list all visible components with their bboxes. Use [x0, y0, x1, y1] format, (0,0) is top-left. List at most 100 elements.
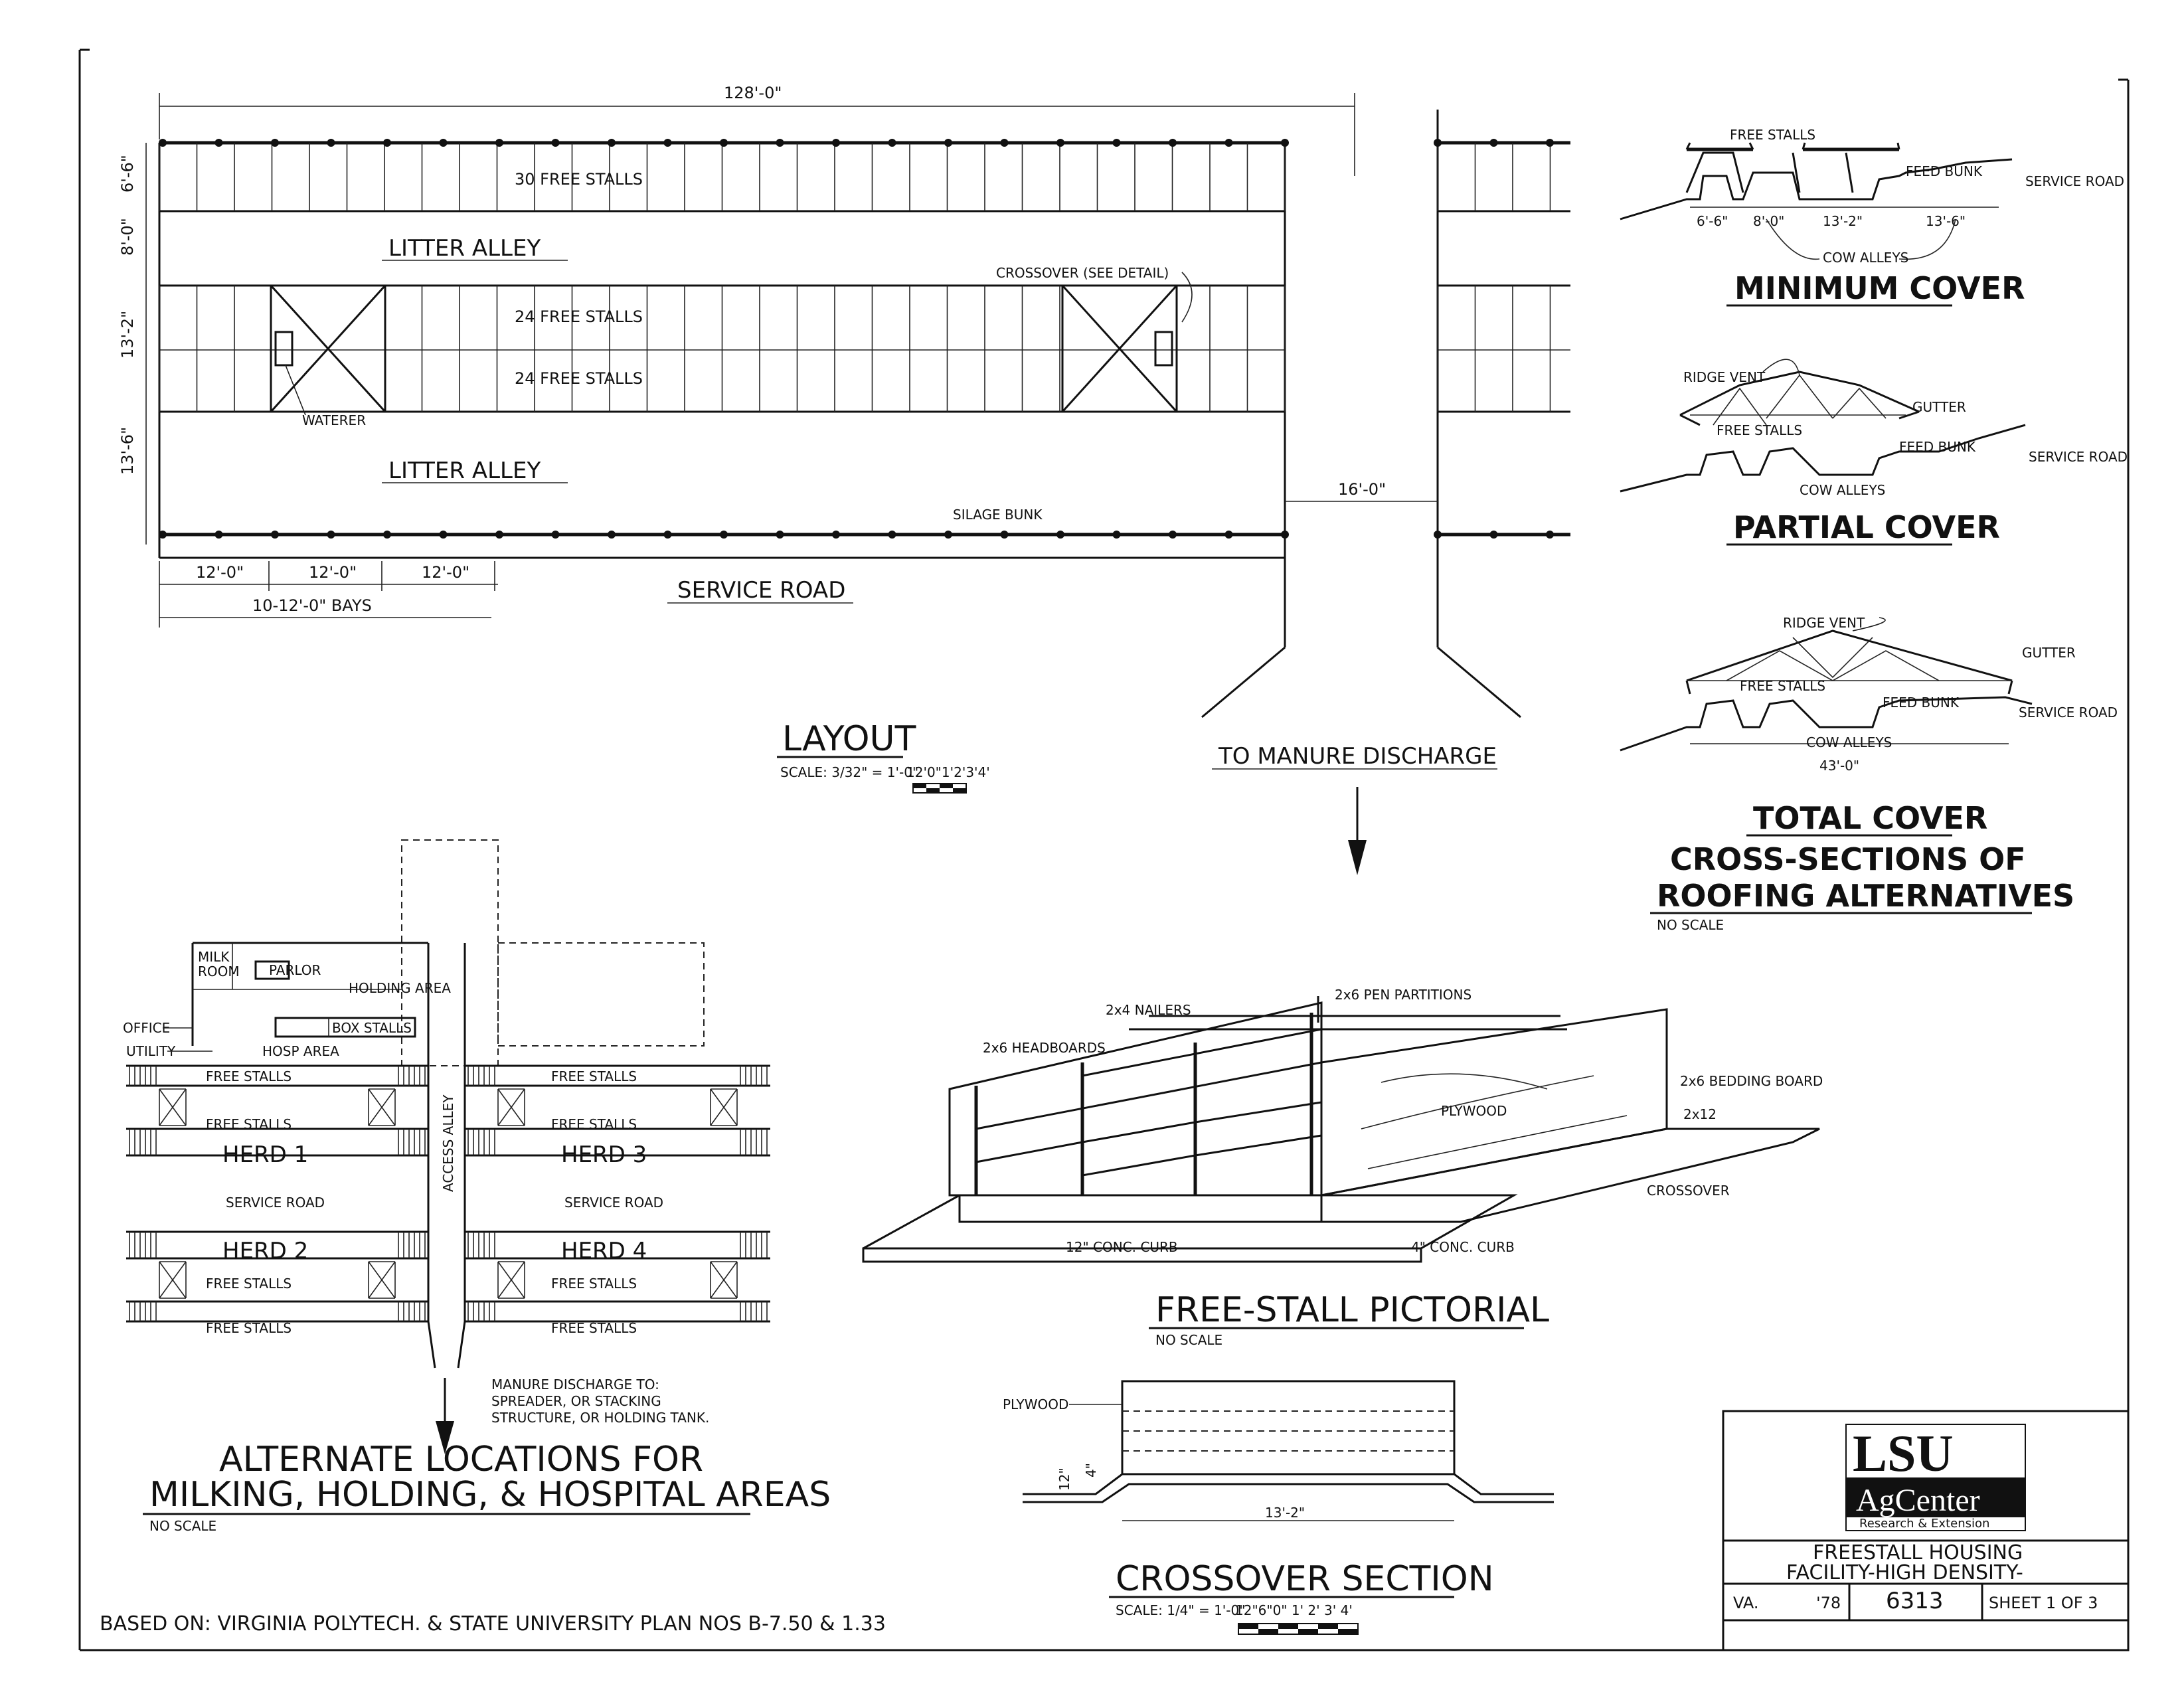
crossover-section: PLYWOOD 12" 4" 13'-2" CROSSOVER SECTION …: [1003, 1380, 1554, 1635]
bay-dim-2: 12'-0": [309, 563, 357, 582]
crossover-scale-bar: 12"6"0" 1' 2' 3' 4': [1235, 1602, 1353, 1618]
manure-note-1: MANURE DISCHARGE TO:: [491, 1377, 659, 1392]
partial-gutter: GUTTER: [1912, 399, 1966, 415]
milk-room-1: MILK: [198, 949, 230, 965]
logo-agcenter: AgCenter: [1856, 1483, 1980, 1518]
partial-free-stalls: FREE STALLS: [1717, 422, 1802, 438]
pictorial-no-scale: NO SCALE: [1155, 1332, 1222, 1348]
herd-2-label: HERD 2: [222, 1238, 308, 1264]
plywood-label-pictorial: PLYWOOD: [1441, 1103, 1507, 1119]
partial-cover-title: PARTIAL COVER: [1733, 509, 2000, 545]
plan-number: 6313: [1886, 1588, 1944, 1614]
dim-left-4: 13'-6": [118, 427, 137, 475]
bays-note: 10-12'-0" BAYS: [252, 596, 372, 615]
project-line-1: FREESTALL HOUSING: [1813, 1541, 2023, 1564]
free-stalls-h2-bot: FREE STALLS: [206, 1320, 292, 1336]
crossover-scale-bar-graphic: [1238, 1623, 1359, 1635]
crossover-title: CROSSOVER SECTION: [1116, 1559, 1494, 1599]
two-by-twelve-label: 2x12: [1683, 1106, 1717, 1122]
partial-cover-section: RIDGE VENT GUTTER FREE STALLS FEED BUNK …: [1620, 359, 2128, 546]
alternate-title-2: MILKING, HOLDING, & HOSPITAL AREAS: [149, 1475, 831, 1515]
litter-alley-2: LITTER ALLEY: [388, 458, 541, 484]
manure-arrow: [436, 1421, 454, 1454]
layout-scale: SCALE: 3/32" = 1'-0": [780, 764, 918, 780]
free-stalls-h4-bot: FREE STALLS: [551, 1320, 637, 1336]
crossover-note: CROSSOVER (SEE DETAIL): [996, 265, 1169, 281]
title-block: LSU AgCenter Research & Extension FREEST…: [1722, 1410, 2130, 1651]
waterer-right: [1154, 331, 1173, 367]
total-width-dim: 43'-0": [1819, 758, 1859, 774]
min-cow-alleys: COW ALLEYS: [1823, 250, 1908, 266]
crossover-label-pictorial: CROSSOVER: [1647, 1183, 1730, 1199]
year-label: '78: [1816, 1594, 1841, 1612]
partial-cow-alleys: COW ALLEYS: [1800, 482, 1885, 498]
dim-left-2: 8'-0": [118, 218, 137, 256]
parlor-label: PARLOR: [269, 962, 321, 978]
sheet-number: SHEET 1 OF 3: [1989, 1594, 2098, 1612]
total-free-stalls: FREE STALLS: [1740, 678, 1825, 694]
dim-left-1: 6'-6": [118, 155, 137, 193]
gap-dimension: 16'-0": [1338, 480, 1386, 499]
pen-partitions-label: 2x6 PEN PARTITIONS: [1335, 987, 1471, 1003]
roofing-no-scale: NO SCALE: [1657, 917, 1724, 933]
bay-dim-1: 12'-0": [196, 563, 244, 582]
state-label: VA.: [1733, 1594, 1759, 1612]
min-dim-4: 13'-6": [1926, 213, 1966, 229]
min-dim-1: 6'-6": [1697, 213, 1728, 229]
minimum-cover-title: MINIMUM COVER: [1734, 270, 2025, 306]
minimum-cover-section: FREE STALLS FEED BUNK SERVICE ROAD 6'-6"…: [1620, 127, 2124, 307]
herd-1-label: HERD 1: [222, 1141, 308, 1168]
manure-note-2: SPREADER, OR STACKING: [491, 1393, 661, 1409]
alternate-no-scale: NO SCALE: [149, 1518, 216, 1534]
partial-service-road: SERVICE ROAD: [2029, 449, 2128, 465]
curb-4-label: 4" CONC. CURB: [1411, 1239, 1515, 1255]
crossover-dim-12: 12": [1056, 1468, 1072, 1491]
total-gutter: GUTTER: [2022, 645, 2076, 661]
bedding-board-label: 2x6 BEDDING BOARD: [1680, 1073, 1823, 1089]
stalls-mid1-label: 24 FREE STALLS: [515, 307, 643, 326]
service-road-right: SERVICE ROAD: [564, 1195, 663, 1211]
discharge-arrow: [1348, 840, 1367, 875]
hosp-area-label: HOSP AREA: [262, 1043, 339, 1059]
free-stall-pictorial: 2x4 NAILERS 2x6 PEN PARTITIONS 2x6 HEADB…: [862, 987, 1823, 1348]
manure-discharge-label: TO MANURE DISCHARGE: [1218, 743, 1497, 770]
roofing-title-1: CROSS-SECTIONS OF: [1670, 841, 2026, 877]
nailers-label: 2x4 NAILERS: [1106, 1002, 1191, 1018]
milk-room-2: ROOM: [198, 964, 240, 979]
herd-4-label: HERD 4: [561, 1238, 647, 1264]
min-dim-3: 13'-2": [1823, 213, 1863, 229]
box-stalls-label: BOX STALLS: [332, 1020, 412, 1036]
project-line-2: FACILITY-HIGH DENSITY-: [1786, 1561, 2023, 1584]
layout-title: LAYOUT: [782, 719, 916, 759]
total-ridge-vent: RIDGE VENT: [1783, 615, 1865, 631]
curb-12-label: 12" CONC. CURB: [1066, 1239, 1178, 1255]
bay-dim-3: 12'-0": [422, 563, 469, 582]
free-stalls-h2-mid: FREE STALLS: [206, 1276, 292, 1292]
plywood-label-crossover: PLYWOOD: [1003, 1396, 1068, 1412]
headboards-label: 2x6 HEADBOARDS: [983, 1040, 1106, 1056]
min-service-road: SERVICE ROAD: [2025, 173, 2124, 189]
stalls-top-label: 30 FREE STALLS: [515, 170, 643, 189]
waterer-left: [274, 331, 294, 367]
litter-alley-1: LITTER ALLEY: [388, 235, 541, 262]
logo-research: Research & Extension: [1859, 1517, 1989, 1531]
total-cover-title: TOTAL COVER: [1753, 800, 1987, 836]
office-label: OFFICE: [123, 1020, 170, 1036]
min-feed-bunk: FEED BUNK: [1906, 163, 1983, 179]
layout-scale-bar: 12'0"1'2'3'4': [906, 764, 990, 780]
total-service-road: SERVICE ROAD: [2019, 705, 2118, 720]
partial-feed-bunk: FEED BUNK: [1899, 439, 1976, 455]
alternate-title-1: ALTERNATE LOCATIONS FOR: [219, 1440, 703, 1479]
service-road-left: SERVICE ROAD: [226, 1195, 325, 1211]
crossover-width: 13'-2": [1265, 1505, 1305, 1521]
alternate-locations-plan: MILK ROOM PARLOR HOLDING AREA OFFICE UTI…: [123, 839, 831, 1534]
silage-bunk-label: SILAGE BUNK: [953, 507, 1043, 523]
min-free-stalls: FREE STALLS: [1730, 127, 1815, 143]
partial-ridge-vent: RIDGE VENT: [1683, 369, 1766, 385]
roofing-sections: FREE STALLS FEED BUNK SERVICE ROAD 6'-6"…: [1620, 127, 2128, 933]
free-stalls-h3-mid: FREE STALLS: [551, 1116, 637, 1132]
free-stalls-h1-top: FREE STALLS: [206, 1068, 292, 1084]
overall-dimension: 128'-0": [724, 84, 782, 102]
service-road-label: SERVICE ROAD: [677, 577, 845, 604]
